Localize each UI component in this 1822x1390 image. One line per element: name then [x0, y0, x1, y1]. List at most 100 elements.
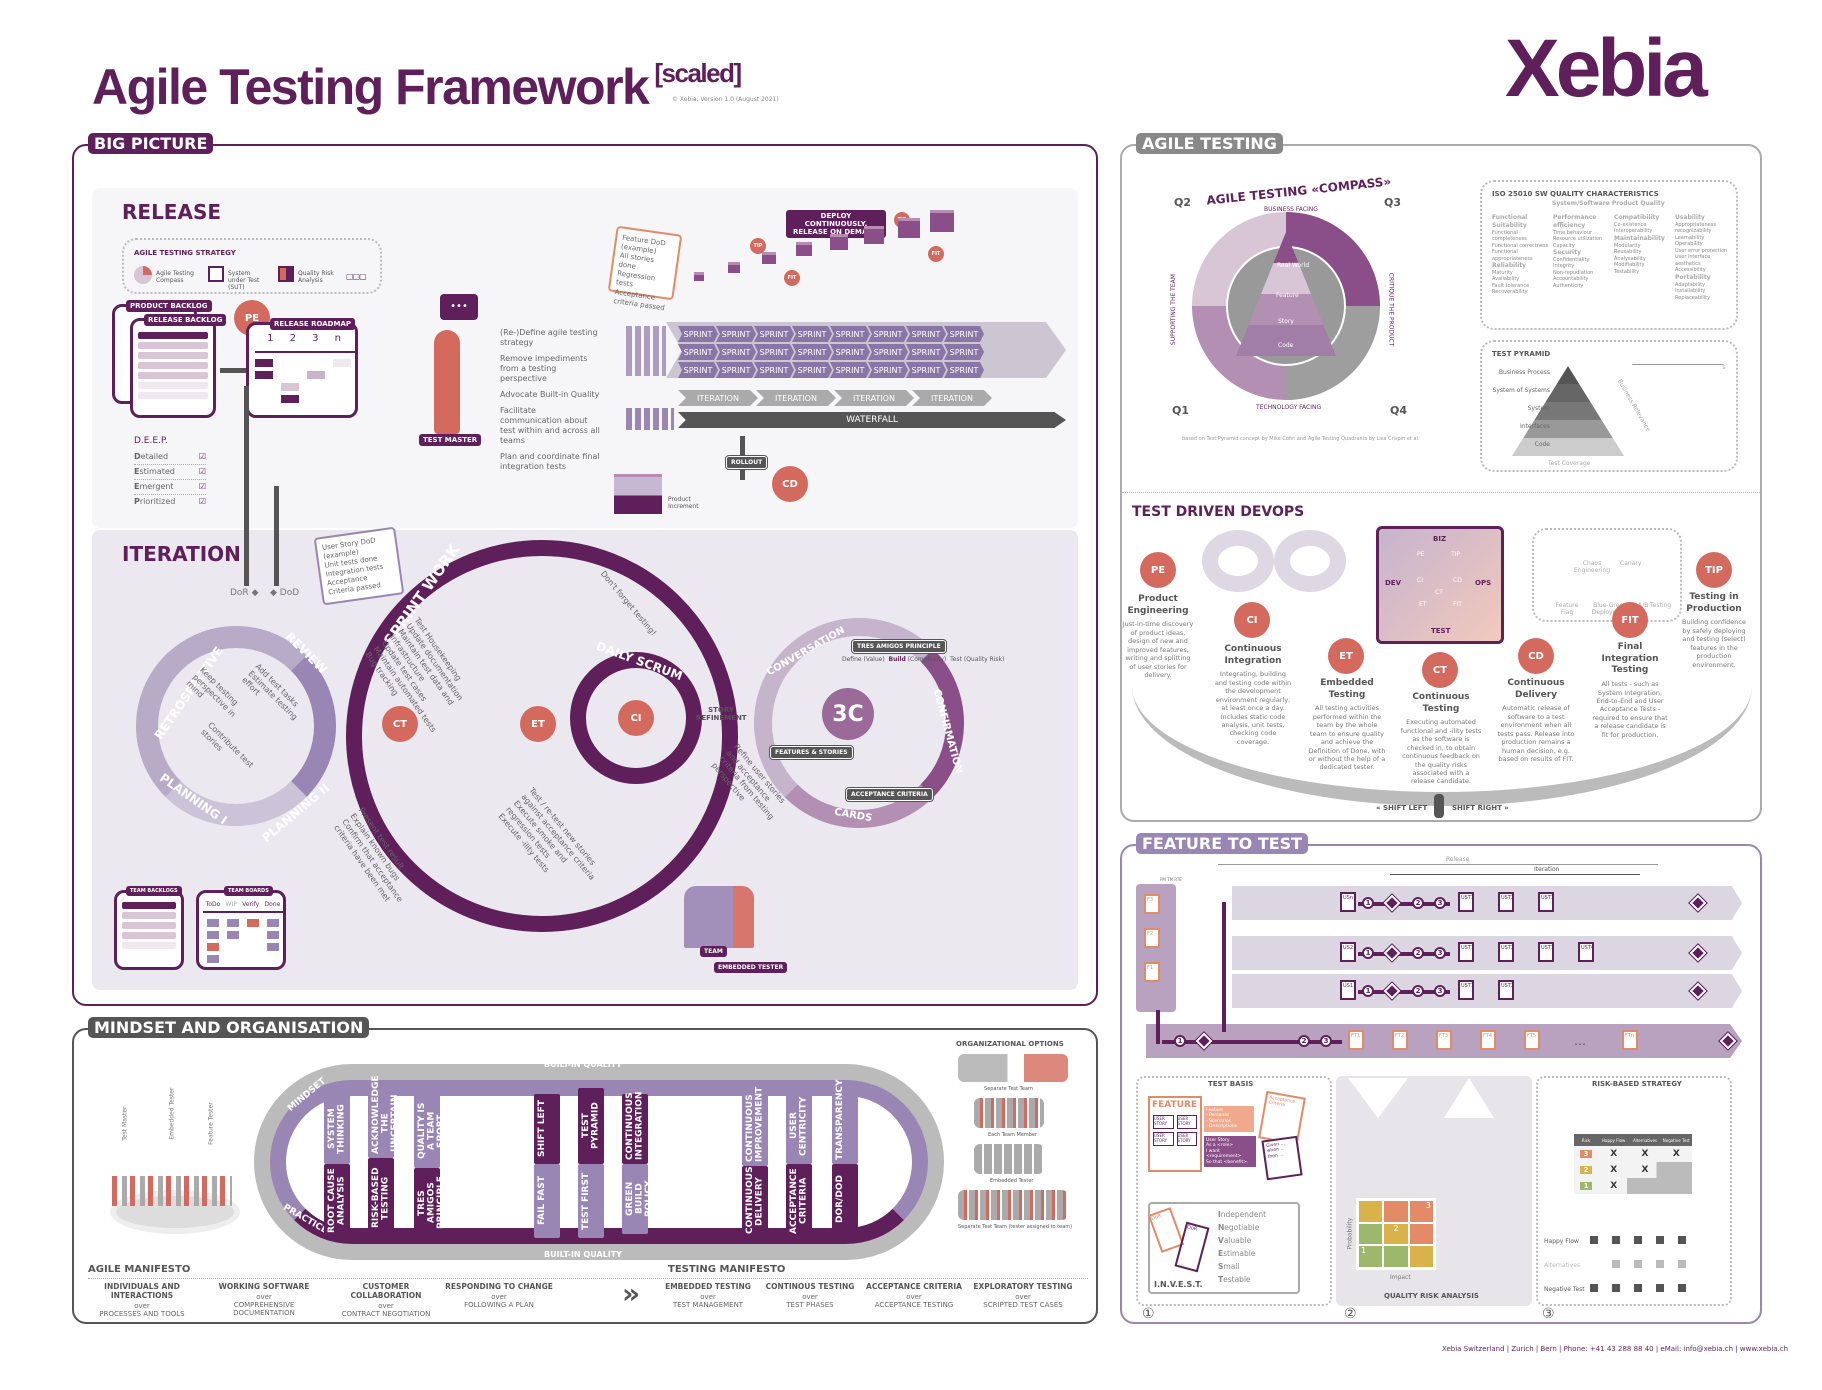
roadmap-col: 2 — [289, 333, 296, 344]
business-facing-label: BUSINESS FACING — [1264, 206, 1318, 213]
deep-title: D.E.E.P. — [134, 436, 168, 446]
risk-cell: 2 — [1384, 1223, 1408, 1245]
feature-test[interactable]: FT2 — [1392, 1030, 1408, 1050]
agile-manifesto-title: AGILE MANIFESTO — [88, 1264, 191, 1275]
release-axis-label: Release — [1446, 856, 1470, 863]
shift-slider-handle[interactable] — [1434, 794, 1444, 818]
feature-doc-f2[interactable]: F2 — [1144, 928, 1160, 948]
step-3-number: ③ — [1542, 1306, 1555, 1322]
team-backlogs[interactable] — [114, 890, 184, 970]
tres-amigos-roles: Define (Value) Build (Complexity) Test (… — [842, 656, 1005, 663]
org-option-label: Separate Test Team (tester assigned to t… — [958, 1224, 1073, 1230]
technology-facing-label: TECHNOLOGY FACING — [1256, 404, 1322, 411]
increment-box-icon — [930, 210, 954, 232]
sprint-chevron: SPRINT — [906, 344, 946, 360]
sprint-chevron: SPRINT — [754, 362, 794, 378]
team-label: TEAM — [700, 946, 727, 957]
story-test[interactable]: UST2 — [1498, 892, 1514, 912]
release-backlog[interactable] — [130, 318, 216, 418]
matrix-biz: BIZ — [1433, 535, 1447, 543]
story-test[interactable]: UST1 — [1458, 980, 1474, 1000]
step-node: 3 — [1320, 1035, 1332, 1047]
mindset-value: USER CENTRICITY — [789, 1096, 809, 1156]
risk-cell — [1359, 1201, 1383, 1222]
built-in-quality-top: BUILT-IN QUALITY — [544, 1060, 622, 1069]
iteration-chevron: ITERATION — [834, 390, 914, 406]
story-test[interactable]: UST3 — [1538, 892, 1554, 912]
mindset-value: QUALITY IS A TEAM SPORT — [417, 1102, 446, 1160]
sprint-chevron: SPRINT — [906, 326, 946, 342]
shift-right-label: SHIFT RIGHT » — [1452, 804, 1509, 812]
risk-matrix: 3 2 1 — [1356, 1198, 1436, 1270]
iteration-heading: ITERATION — [122, 542, 241, 566]
step-node: 3 — [1434, 947, 1446, 959]
critique-product-label: CRITIQUE THE PRODUCT — [1387, 272, 1395, 347]
q2-label: Q2 — [1174, 196, 1192, 209]
sprint-chevron: SPRINT — [678, 326, 718, 342]
story-test[interactable]: UST4 — [1578, 942, 1594, 962]
feature-dod-note: Feature DoD (example) All stories done R… — [607, 225, 683, 312]
feature-test[interactable]: FT1 — [1348, 1030, 1364, 1050]
roles: PM TM RTE — [1160, 877, 1182, 882]
strategy-item: Quality Risk Analysis — [298, 270, 334, 285]
iteration-chevron: ITERATION — [912, 390, 992, 406]
feature-test[interactable]: FT3 — [1436, 1030, 1452, 1050]
dor-marker: DoR ◆ — [230, 588, 259, 598]
story-test[interactable]: UST3 — [1538, 942, 1554, 962]
alternatives-flow-icon — [1612, 1260, 1686, 1268]
board-col: ToDo — [205, 901, 221, 908]
step-1-number: ① — [1142, 1306, 1155, 1322]
board-col: Verify — [242, 901, 260, 908]
fit-badge: FIT — [928, 246, 944, 262]
tres-amigos-label: TRES AMIGOS PRINCIPLE — [851, 639, 947, 654]
feature-doc-f1[interactable]: F1 — [1144, 962, 1160, 982]
role-test-master: Test Master — [121, 1106, 129, 1141]
shift-arc — [1132, 566, 1752, 806]
sprint-chevron: SPRINT — [678, 362, 718, 378]
org-option-figures-icon — [974, 1098, 1044, 1128]
story-card[interactable]: US1 — [1340, 980, 1356, 1000]
story-card[interactable]: US2 — [1340, 942, 1356, 962]
feature-to-test-tab: FEATURE TO TEST — [1136, 833, 1309, 854]
xebia-logo: Xebia — [1505, 23, 1708, 114]
sprint-chevron: SPRINT — [944, 326, 984, 342]
feature-test[interactable]: FT5 — [1524, 1030, 1540, 1050]
pyramid-level: Code — [1278, 342, 1294, 349]
sprint-chevron: SPRINT — [944, 344, 984, 360]
iteration-chevron: ITERATION — [678, 390, 758, 406]
practice-value: CONTINUOUS DELIVERY — [745, 1166, 765, 1234]
compass-title: AGILE TESTING «COMPASS» — [1205, 174, 1392, 208]
people-figures-icon — [112, 1176, 232, 1206]
step-node: 2 — [1298, 1035, 1310, 1047]
strategy-item: System under Test (SUT) — [228, 270, 260, 292]
story-test[interactable]: UST2 — [1498, 980, 1514, 1000]
feature-test[interactable]: FT4 — [1480, 1030, 1496, 1050]
step-node: 1 — [1362, 897, 1374, 909]
practice-value: ROOT CAUSE ANALYSIS — [327, 1168, 347, 1234]
story-test[interactable]: UST1 — [1458, 892, 1474, 912]
impact-axis: Impact — [1390, 1274, 1411, 1281]
pyramid-levels: Business Process System of Systems Syste… — [1492, 369, 1550, 448]
big-picture-panel: BIG PICTURE RELEASE AGILE TESTING STRATE… — [72, 133, 1098, 1006]
feature-note: Feature- Personas- Scenarios- Descriptio… — [1204, 1106, 1254, 1132]
team-boards[interactable]: ToDo WIP Verify Done — [196, 890, 286, 970]
feature-doc-f3[interactable]: F3 — [1144, 894, 1160, 914]
sprint-chevron: SPRINT — [830, 326, 870, 342]
practice-value: TRES AMIGOS PRINCIPLE — [417, 1176, 446, 1230]
release-backlog-label: RELEASE BACKLOG — [144, 314, 227, 326]
story-test[interactable]: UST2 — [1498, 942, 1514, 962]
ct-badge: CT — [382, 706, 418, 742]
mindset-value: SYSTEM THINKING — [327, 1104, 347, 1154]
increment-box-icon — [762, 252, 776, 264]
story-card[interactable]: USn — [1340, 892, 1356, 912]
features-stories-label: FEATURES & STORIES — [769, 745, 854, 760]
feature-test[interactable]: FTn — [1622, 1030, 1638, 1050]
step-node: 2 — [1412, 947, 1424, 959]
feature-flow-line — [1156, 1010, 1160, 1044]
story-test[interactable]: UST1 — [1458, 942, 1474, 962]
ci-badge: CI — [618, 700, 654, 736]
